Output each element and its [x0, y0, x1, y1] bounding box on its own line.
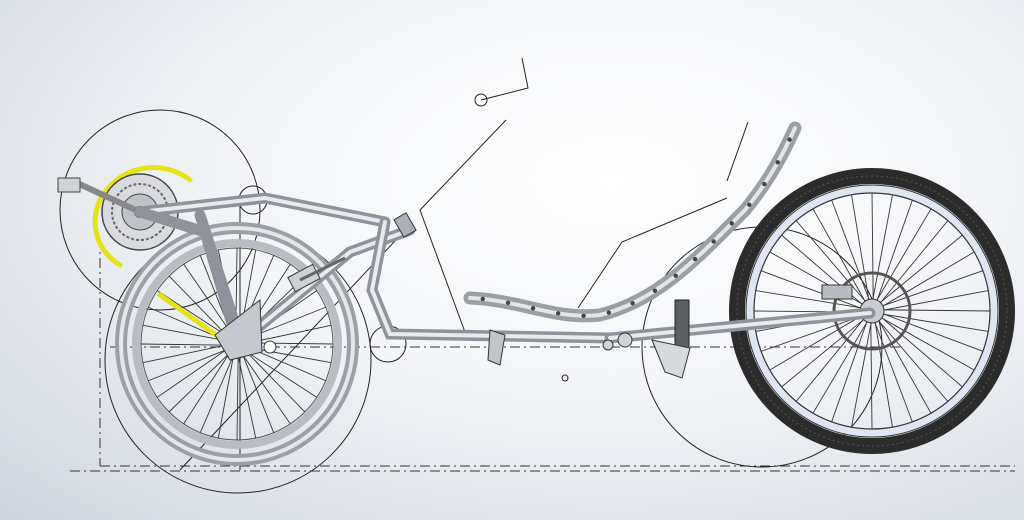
- seat-hole: [673, 273, 678, 278]
- rear-spokes: [140, 247, 334, 441]
- spoke: [812, 319, 869, 414]
- head-tube: [393, 212, 417, 238]
- spoke: [148, 348, 229, 382]
- spoke: [879, 316, 975, 371]
- spoke: [140, 343, 228, 346]
- spoke: [878, 220, 949, 305]
- seat-hole: [711, 239, 716, 244]
- spoke: [874, 320, 893, 428]
- spoke: [142, 324, 228, 342]
- spoke: [241, 352, 275, 433]
- seat-hole: [762, 181, 767, 187]
- seat-holes: [480, 137, 792, 318]
- spoke: [831, 199, 871, 302]
- spoke: [881, 312, 984, 352]
- spoke: [168, 275, 230, 339]
- pedal: [57, 177, 81, 193]
- spoke: [168, 351, 232, 413]
- idler: [287, 256, 346, 293]
- seat-mount: [487, 329, 506, 366]
- front-wheel: [729, 168, 1015, 454]
- spoke: [237, 353, 257, 439]
- seat-hole: [505, 300, 511, 305]
- seat-hole: [630, 301, 635, 306]
- spoke: [881, 309, 991, 312]
- spoke: [769, 314, 864, 371]
- front-spokes: [753, 192, 991, 430]
- spoke: [795, 317, 866, 402]
- spoke: [877, 319, 949, 402]
- seat-hole: [606, 310, 612, 315]
- shock-body: [674, 299, 690, 351]
- seat-hole: [775, 160, 780, 165]
- seat-hole: [747, 202, 752, 207]
- spoke: [241, 352, 291, 425]
- spoke: [760, 270, 863, 310]
- spoke: [781, 317, 866, 388]
- crank-arm: [72, 179, 143, 215]
- rear-shock: [602, 299, 691, 379]
- spoke: [851, 320, 872, 428]
- spoke: [881, 290, 989, 311]
- chain-upper-icon: [97, 165, 193, 203]
- spoke: [236, 353, 239, 441]
- front-rim-band: [746, 185, 998, 437]
- spoke: [871, 192, 874, 302]
- spoke: [812, 208, 867, 304]
- dropout-plate: [214, 299, 263, 361]
- spoke: [217, 353, 235, 439]
- frame: [134, 192, 876, 361]
- spoke: [831, 319, 868, 423]
- seat-hole: [692, 256, 698, 262]
- rear-rim: [132, 239, 342, 449]
- spoke: [877, 318, 932, 414]
- seat-hole: [581, 313, 586, 318]
- sketch-arms: [179, 57, 749, 471]
- spoke: [760, 315, 864, 352]
- spoke: [880, 316, 963, 388]
- spoke: [755, 290, 863, 309]
- spoke: [183, 263, 233, 336]
- spoke: [875, 208, 932, 303]
- spoke: [851, 194, 870, 302]
- spoke: [199, 353, 235, 433]
- spoke: [244, 350, 318, 398]
- spoke: [881, 313, 989, 332]
- spoke: [876, 199, 913, 303]
- brake-caliper: [821, 284, 853, 300]
- spoke: [880, 251, 975, 308]
- spoke: [872, 194, 893, 302]
- seat-hole: [787, 137, 792, 142]
- spoke: [870, 320, 873, 430]
- seat: [463, 121, 802, 366]
- chainring-sketch-circle: [59, 109, 261, 311]
- spoke: [183, 351, 231, 425]
- seat-hole: [729, 221, 734, 226]
- seat-hole: [555, 311, 561, 316]
- spoke: [156, 290, 230, 338]
- spoke: [873, 320, 913, 423]
- seat-hole: [530, 306, 536, 311]
- seat-hole: [480, 296, 485, 302]
- spoke: [878, 234, 963, 305]
- spoke: [244, 349, 306, 413]
- seat-hole: [652, 288, 658, 293]
- spoke: [795, 220, 867, 303]
- spoke: [880, 270, 984, 307]
- spoke: [156, 348, 229, 398]
- spoke: [142, 344, 228, 364]
